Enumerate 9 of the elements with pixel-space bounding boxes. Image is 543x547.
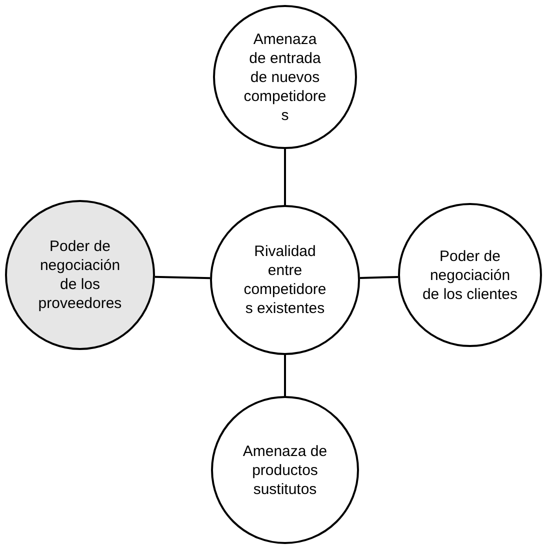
node-label: Rivalidad entre competidores existentes: [243, 242, 327, 318]
connector-line: [284, 149, 286, 205]
connector-line: [360, 276, 398, 279]
connector-line: [284, 355, 286, 396]
connector-line: [154, 276, 210, 280]
node-label: Poder de negociación de los proveedores: [37, 237, 123, 313]
node-label: Poder de negociación de los clientes: [421, 246, 519, 304]
node-label: Amenaza de entrada de nuevos competidores: [243, 30, 327, 124]
node-label: Amenaza de productos sustitutos: [242, 442, 328, 498]
